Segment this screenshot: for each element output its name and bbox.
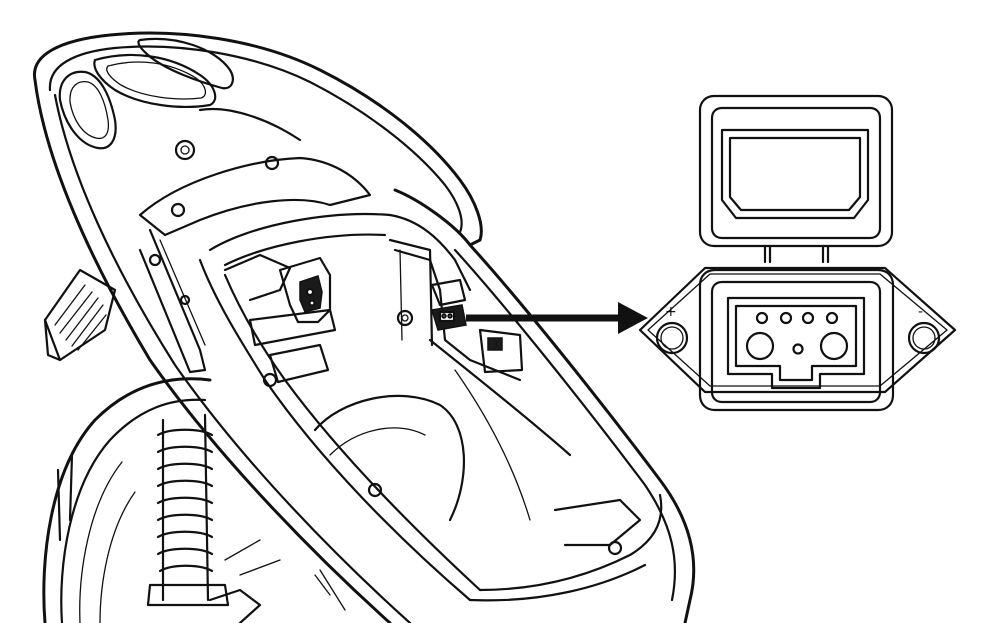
charging-port-location bbox=[430, 278, 467, 331]
pin-signal-4 bbox=[825, 311, 839, 325]
polarity-negative-label: - bbox=[918, 304, 923, 320]
pin-power-positive bbox=[745, 331, 775, 361]
rear-wheel bbox=[42, 377, 212, 623]
pin-power-negative bbox=[819, 331, 849, 361]
callout-arrow bbox=[466, 302, 648, 334]
pin-signal-3 bbox=[801, 311, 815, 325]
connector-flange: + - bbox=[638, 266, 957, 394]
shock-absorber bbox=[146, 413, 230, 607]
body-frame bbox=[32, 31, 696, 623]
seat-hinge-plate bbox=[138, 155, 372, 374]
connector-socket bbox=[698, 268, 895, 412]
scooter-illustration bbox=[32, 31, 696, 623]
mount-hole-right bbox=[907, 321, 941, 355]
mount-hole-left bbox=[655, 321, 689, 355]
charging-connector-detail: + - bbox=[638, 94, 957, 412]
seat-latch bbox=[278, 256, 332, 324]
connector-cap bbox=[698, 94, 894, 264]
usb-socket bbox=[478, 328, 524, 374]
pin-signal-2 bbox=[779, 311, 793, 325]
polarity-positive-label: + bbox=[665, 304, 677, 320]
storage-compartment bbox=[198, 212, 663, 602]
tail-light bbox=[43, 268, 117, 362]
pin-signal-1 bbox=[755, 311, 769, 325]
grab-handle bbox=[58, 37, 302, 161]
pin-center bbox=[792, 343, 804, 355]
